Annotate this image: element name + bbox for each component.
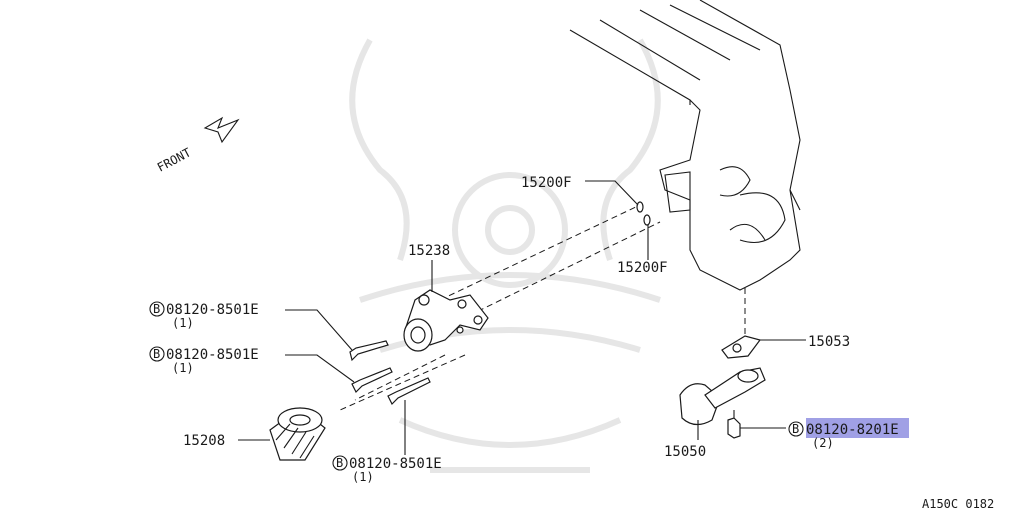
- figure-code: A150C 0182: [922, 497, 994, 511]
- bolt-badge-icon: [149, 301, 165, 317]
- callout-15238[interactable]: 15238: [408, 243, 450, 259]
- bolt-quantity: (1): [352, 470, 374, 484]
- bolt-callout-4[interactable]: B 08120-8201E (2): [788, 421, 899, 450]
- oil-filter: [269, 407, 326, 461]
- bolt-parts: [349, 340, 741, 439]
- bolt-callout-2[interactable]: B 08120-8501E (1): [149, 346, 259, 375]
- bolt-badge-letter: B: [336, 456, 343, 470]
- bolt-part-number-selected: 08120-8201E: [806, 422, 899, 438]
- bolt-badge-letter: B: [153, 302, 160, 316]
- oring-parts: [636, 201, 651, 226]
- engine-block: [569, 0, 801, 340]
- bolt-quantity: (1): [172, 316, 194, 330]
- bolt-quantity: (2): [812, 436, 834, 450]
- bolt-part-number: 08120-8501E: [349, 456, 442, 472]
- bolt-badge-letter: B: [153, 347, 160, 361]
- bolt-badge-icon: [332, 455, 348, 471]
- watermark-emblem: [349, 38, 661, 473]
- bolt-badge-letter: B: [792, 422, 799, 436]
- bolt-part-number: 08120-8501E: [166, 347, 259, 363]
- leader-lines: [238, 180, 806, 455]
- selected-part-highlight: [806, 418, 909, 438]
- bolt-part-number: 08120-8501E: [166, 302, 259, 318]
- bolt-callout-1[interactable]: B 08120-8501E (1): [149, 301, 259, 330]
- bolt-callout-3[interactable]: B 08120-8501E (1): [332, 455, 442, 484]
- front-label: FRONT: [155, 145, 193, 174]
- callout-15200f-upper[interactable]: 15200F: [521, 175, 572, 191]
- oil-strainer: [679, 335, 766, 426]
- filter-bracket: [403, 289, 489, 352]
- callout-15053[interactable]: 15053: [808, 334, 850, 350]
- bolt-badge-icon: [788, 421, 804, 437]
- bolt-badge-icon: [149, 346, 165, 362]
- front-arrow: FRONT: [155, 116, 240, 175]
- assembly-lines: [339, 204, 661, 411]
- bolt-quantity: (1): [172, 361, 194, 375]
- callout-15200f-lower[interactable]: 15200F: [617, 260, 668, 276]
- callout-15208[interactable]: 15208: [183, 433, 225, 449]
- callout-15050[interactable]: 15050: [664, 444, 706, 460]
